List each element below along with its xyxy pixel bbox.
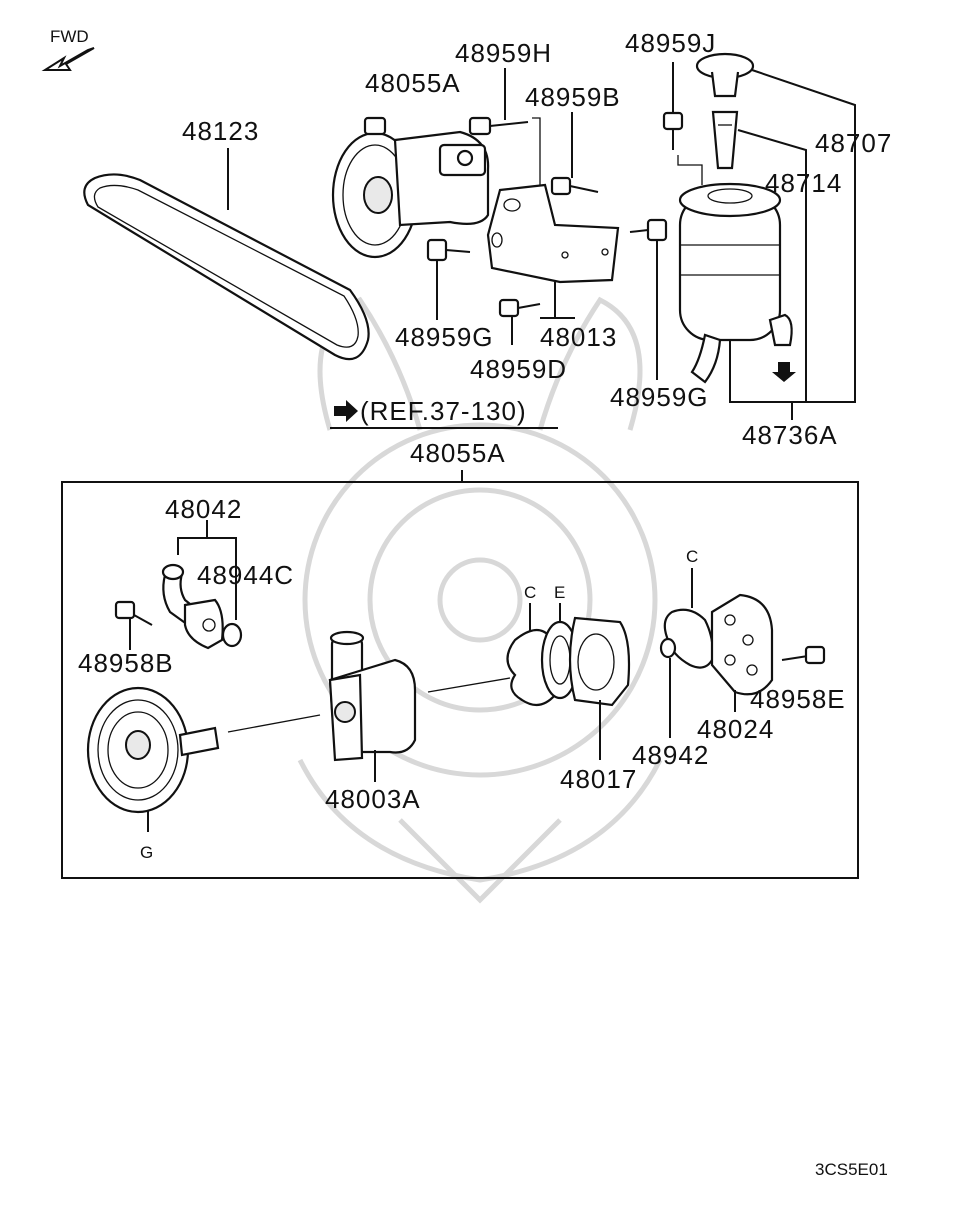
label-48944C: 48944C (197, 560, 294, 590)
fwd-arrow-icon (41, 47, 95, 71)
bolt-48959B (550, 176, 599, 196)
reservoir-tank (678, 182, 793, 384)
pump-body (328, 630, 417, 762)
fwd-indicator: FWD (41, 27, 95, 71)
leader-48959H-to-bracket (532, 117, 541, 210)
fwd-label: FWD (50, 27, 89, 46)
watermark-emblem (297, 296, 663, 904)
label-48707: 48707 (815, 128, 892, 158)
label-48042: 48042 (165, 494, 242, 524)
label-48024: 48024 (697, 714, 774, 744)
leader-48707 (729, 69, 856, 403)
bolt-48959H (468, 116, 529, 136)
label-48013: 48013 (540, 322, 617, 352)
down-arrow-icon (772, 362, 796, 382)
reference-label: (REF.37-130) (360, 396, 527, 426)
label-48958E: 48958E (750, 684, 846, 714)
label-48123: 48123 (182, 116, 259, 146)
label-48055A-top: 48055A (365, 68, 461, 98)
label-48736A: 48736A (742, 420, 838, 450)
gasket-c-right (663, 608, 714, 669)
bolt-48959G-left (426, 238, 471, 262)
label-48959B: 48959B (525, 82, 621, 112)
drive-belt (83, 173, 370, 361)
reservoir-cap (695, 52, 755, 98)
reservoir-filter (711, 110, 739, 170)
pulley (86, 686, 220, 814)
cam-ring-48017 (568, 616, 631, 707)
exploded-view-frame (61, 481, 859, 879)
bolt-48958E (781, 645, 826, 665)
alignment-line-1 (227, 714, 321, 733)
leader-48042 (177, 537, 237, 555)
label-48714: 48714 (765, 168, 842, 198)
label-48959H: 48959H (455, 38, 552, 68)
label-48959J: 48959J (625, 28, 716, 58)
label-48959G-left: 48959G (395, 322, 494, 352)
label-48959D: 48959D (470, 354, 567, 384)
label-48958B: 48958B (78, 648, 174, 678)
diagram-code: 3CS5E01 (815, 1160, 888, 1179)
pump-assembly-top (331, 116, 490, 259)
label-C-right: C (686, 547, 698, 566)
label-48959G-right: 48959G (610, 382, 709, 412)
box-title: 48055A (410, 438, 506, 468)
reference-note: (REF.37-130) (330, 396, 558, 429)
bolt-48958B (114, 600, 153, 626)
label-48017: 48017 (560, 764, 637, 794)
seal-ring-48942 (659, 637, 677, 659)
bolt-48959J (662, 111, 684, 150)
leader-48714 (737, 129, 807, 402)
label-48003A: 48003A (325, 784, 421, 814)
label-C-left: C (524, 583, 536, 602)
alignment-line-2 (427, 677, 511, 693)
o-ring-48944C (221, 622, 243, 648)
rear-cover-48024 (710, 593, 774, 696)
bracket-48013 (486, 183, 620, 284)
bolt-48959G-right (629, 218, 668, 242)
label-G: G (140, 843, 153, 862)
label-48942: 48942 (632, 740, 709, 770)
suction-pipe (161, 563, 224, 650)
label-E: E (554, 583, 565, 602)
right-arrow-icon (334, 400, 358, 422)
leader-48959J-down (677, 155, 703, 185)
bolt-48959D (498, 298, 541, 318)
